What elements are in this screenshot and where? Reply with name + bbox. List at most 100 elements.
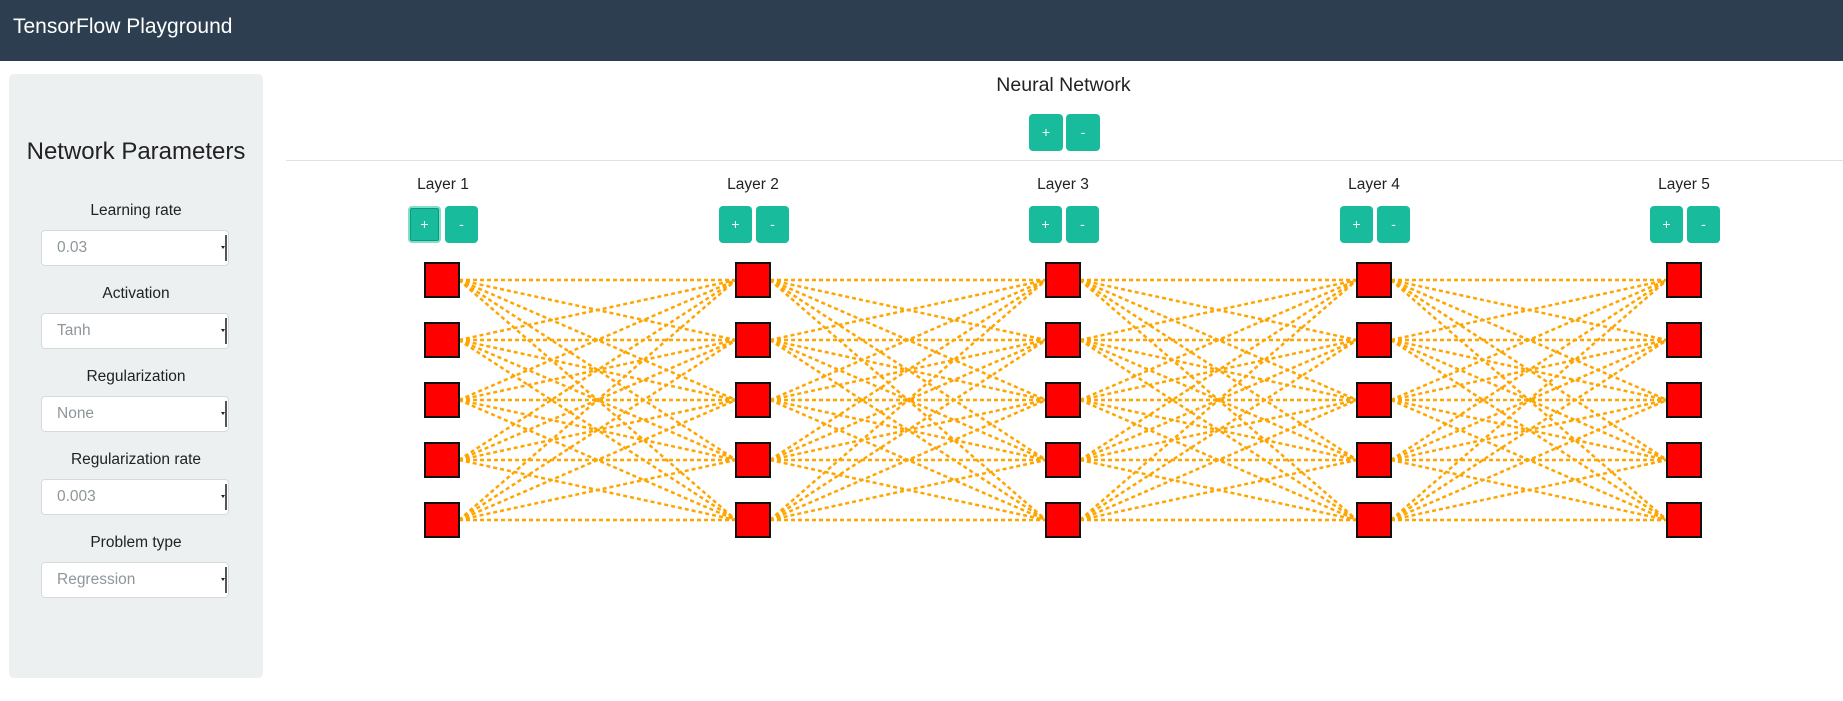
remove-layer-button[interactable]: - [1066,114,1100,151]
neuron-layer-1-2[interactable] [424,322,460,358]
regularization-select[interactable]: None [41,396,229,432]
divider [286,160,1843,161]
connection-l3n2-l4n1 [1079,278,1358,342]
layer-4-remove-neuron-button[interactable]: - [1377,206,1410,243]
neuron-layer-5-3[interactable] [1666,382,1702,418]
connection-l2n5-l3n1 [769,279,1047,521]
layer-4-label: Layer 4 [1348,176,1400,193]
connection-l3n5-l4n4 [1079,458,1358,522]
connection-l3n2-l4n5 [1079,338,1358,522]
neuron-layer-2-4[interactable] [735,442,771,478]
chevron-down-icon [221,401,227,427]
connection-l1n5-l2n4 [458,458,737,522]
connection-l1n4-l2n1 [458,278,737,462]
neuron-layer-3-4[interactable] [1045,442,1081,478]
connection-l4n5-l5n4 [1390,458,1668,522]
neuron-layer-1-3[interactable] [424,382,460,418]
connection-l3n5-l4n1 [1079,279,1358,521]
activation-value: Tanh [57,322,91,339]
neuron-layer-5-1[interactable] [1666,262,1702,298]
learning-rate-value: 0.03 [57,239,88,256]
neuron-layer-4-1[interactable] [1356,262,1392,298]
app-title[interactable]: TensorFlow Playground [13,15,233,38]
connection-l2n2-l3n1 [769,278,1047,342]
connection-l2n5-l3n2 [769,338,1047,522]
chevron-down-icon [221,567,227,593]
neuron-layer-3-2[interactable] [1045,322,1081,358]
connection-l1n5-l2n2 [458,338,737,522]
connection-l1n5-l2n3 [458,398,737,522]
connection-l3n5-l4n3 [1079,398,1358,522]
neuron-layer-3-1[interactable] [1045,262,1081,298]
connection-l4n5-l5n1 [1390,279,1668,521]
layer-5-remove-neuron-button[interactable]: - [1687,206,1720,243]
sidebar-network-parameters: Network Parameters Learning rate 0.03 Ac… [9,74,263,678]
neuron-layer-3-3[interactable] [1045,382,1081,418]
layer-1-label: Layer 1 [417,176,469,193]
connection-l3n3-l4n2 [1079,338,1358,402]
connection-l4n5-l5n3 [1390,398,1668,522]
chevron-down-icon [221,484,227,510]
layer-5-label: Layer 5 [1658,176,1710,193]
regularization-rate-label: Regularization rate [70,451,202,468]
chevron-down-icon [221,318,227,344]
neuron-layer-2-3[interactable] [735,382,771,418]
connection-l2n5-l3n3 [769,398,1047,522]
connection-l3n3-l4n1 [1079,278,1358,402]
sidebar-title-text: Network Parameters [26,138,246,165]
connection-l1n2-l2n1 [458,278,737,342]
connection-l3n4-l4n1 [1079,278,1358,462]
neuron-layer-1-4[interactable] [424,442,460,478]
activation-select[interactable]: Tanh [41,313,229,349]
neuron-layer-1-5[interactable] [424,502,460,538]
neuron-layer-5-4[interactable] [1666,442,1702,478]
activation-label: Activation [102,285,170,302]
regularization-label: Regularization [86,368,186,385]
neuron-layer-2-5[interactable] [735,502,771,538]
neuron-layer-2-2[interactable] [735,322,771,358]
learning-rate-select[interactable]: 0.03 [41,230,229,266]
neuron-layer-4-3[interactable] [1356,382,1392,418]
learning-rate-label: Learning rate [90,202,182,219]
connection-l1n3-l2n1 [458,278,737,402]
neurons [424,262,1702,538]
layer-1-add-neuron-button[interactable]: + [408,206,441,243]
add-layer-button[interactable]: + [1029,114,1063,151]
layer-2-add-neuron-button[interactable]: + [719,206,752,243]
connection-l1n4-l2n3 [458,398,737,462]
regularization-rate-value: 0.003 [57,488,96,505]
neuron-layer-5-2[interactable] [1666,322,1702,358]
neuron-layer-4-5[interactable] [1356,502,1392,538]
sidebar-title: Network Parameters [9,138,263,165]
layer-5-add-neuron-button[interactable]: + [1650,206,1683,243]
neuron-layer-3-5[interactable] [1045,502,1081,538]
connection-l2n4-l3n1 [769,278,1047,462]
connection-l2n3-l3n1 [769,278,1047,402]
neuron-layer-4-2[interactable] [1356,322,1392,358]
connection-l4n4-l5n1 [1390,278,1668,462]
connection-l2n5-l3n4 [769,458,1047,522]
connection-l1n3-l2n2 [458,338,737,402]
connection-l1n1-l2n4 [458,278,737,462]
connection-l3n1-l4n4 [1079,278,1358,462]
regularization-value: None [57,405,95,422]
layer-2-remove-neuron-button[interactable]: - [756,206,789,243]
layer-3-remove-neuron-button[interactable]: - [1066,206,1099,243]
neuron-layer-1-1[interactable] [424,262,460,298]
layer-3-label: Layer 3 [1037,176,1089,193]
connections [458,278,1668,522]
connection-l4n3-l5n1 [1390,278,1668,402]
neuron-layer-4-4[interactable] [1356,442,1392,478]
connection-l1n2-l2n5 [458,338,737,522]
neuron-layer-5-5[interactable] [1666,502,1702,538]
regularization-rate-select[interactable]: 0.003 [41,479,229,515]
problem-type-select[interactable]: Regression [41,562,229,598]
layer-3-add-neuron-button[interactable]: + [1029,206,1062,243]
neuron-layer-2-1[interactable] [735,262,771,298]
connection-l3n5-l4n2 [1079,338,1358,522]
layer-4-add-neuron-button[interactable]: + [1340,206,1373,243]
chevron-down-icon [221,235,227,261]
layer-1-remove-neuron-button[interactable]: - [445,206,478,243]
connection-l4n2-l5n1 [1390,278,1668,342]
